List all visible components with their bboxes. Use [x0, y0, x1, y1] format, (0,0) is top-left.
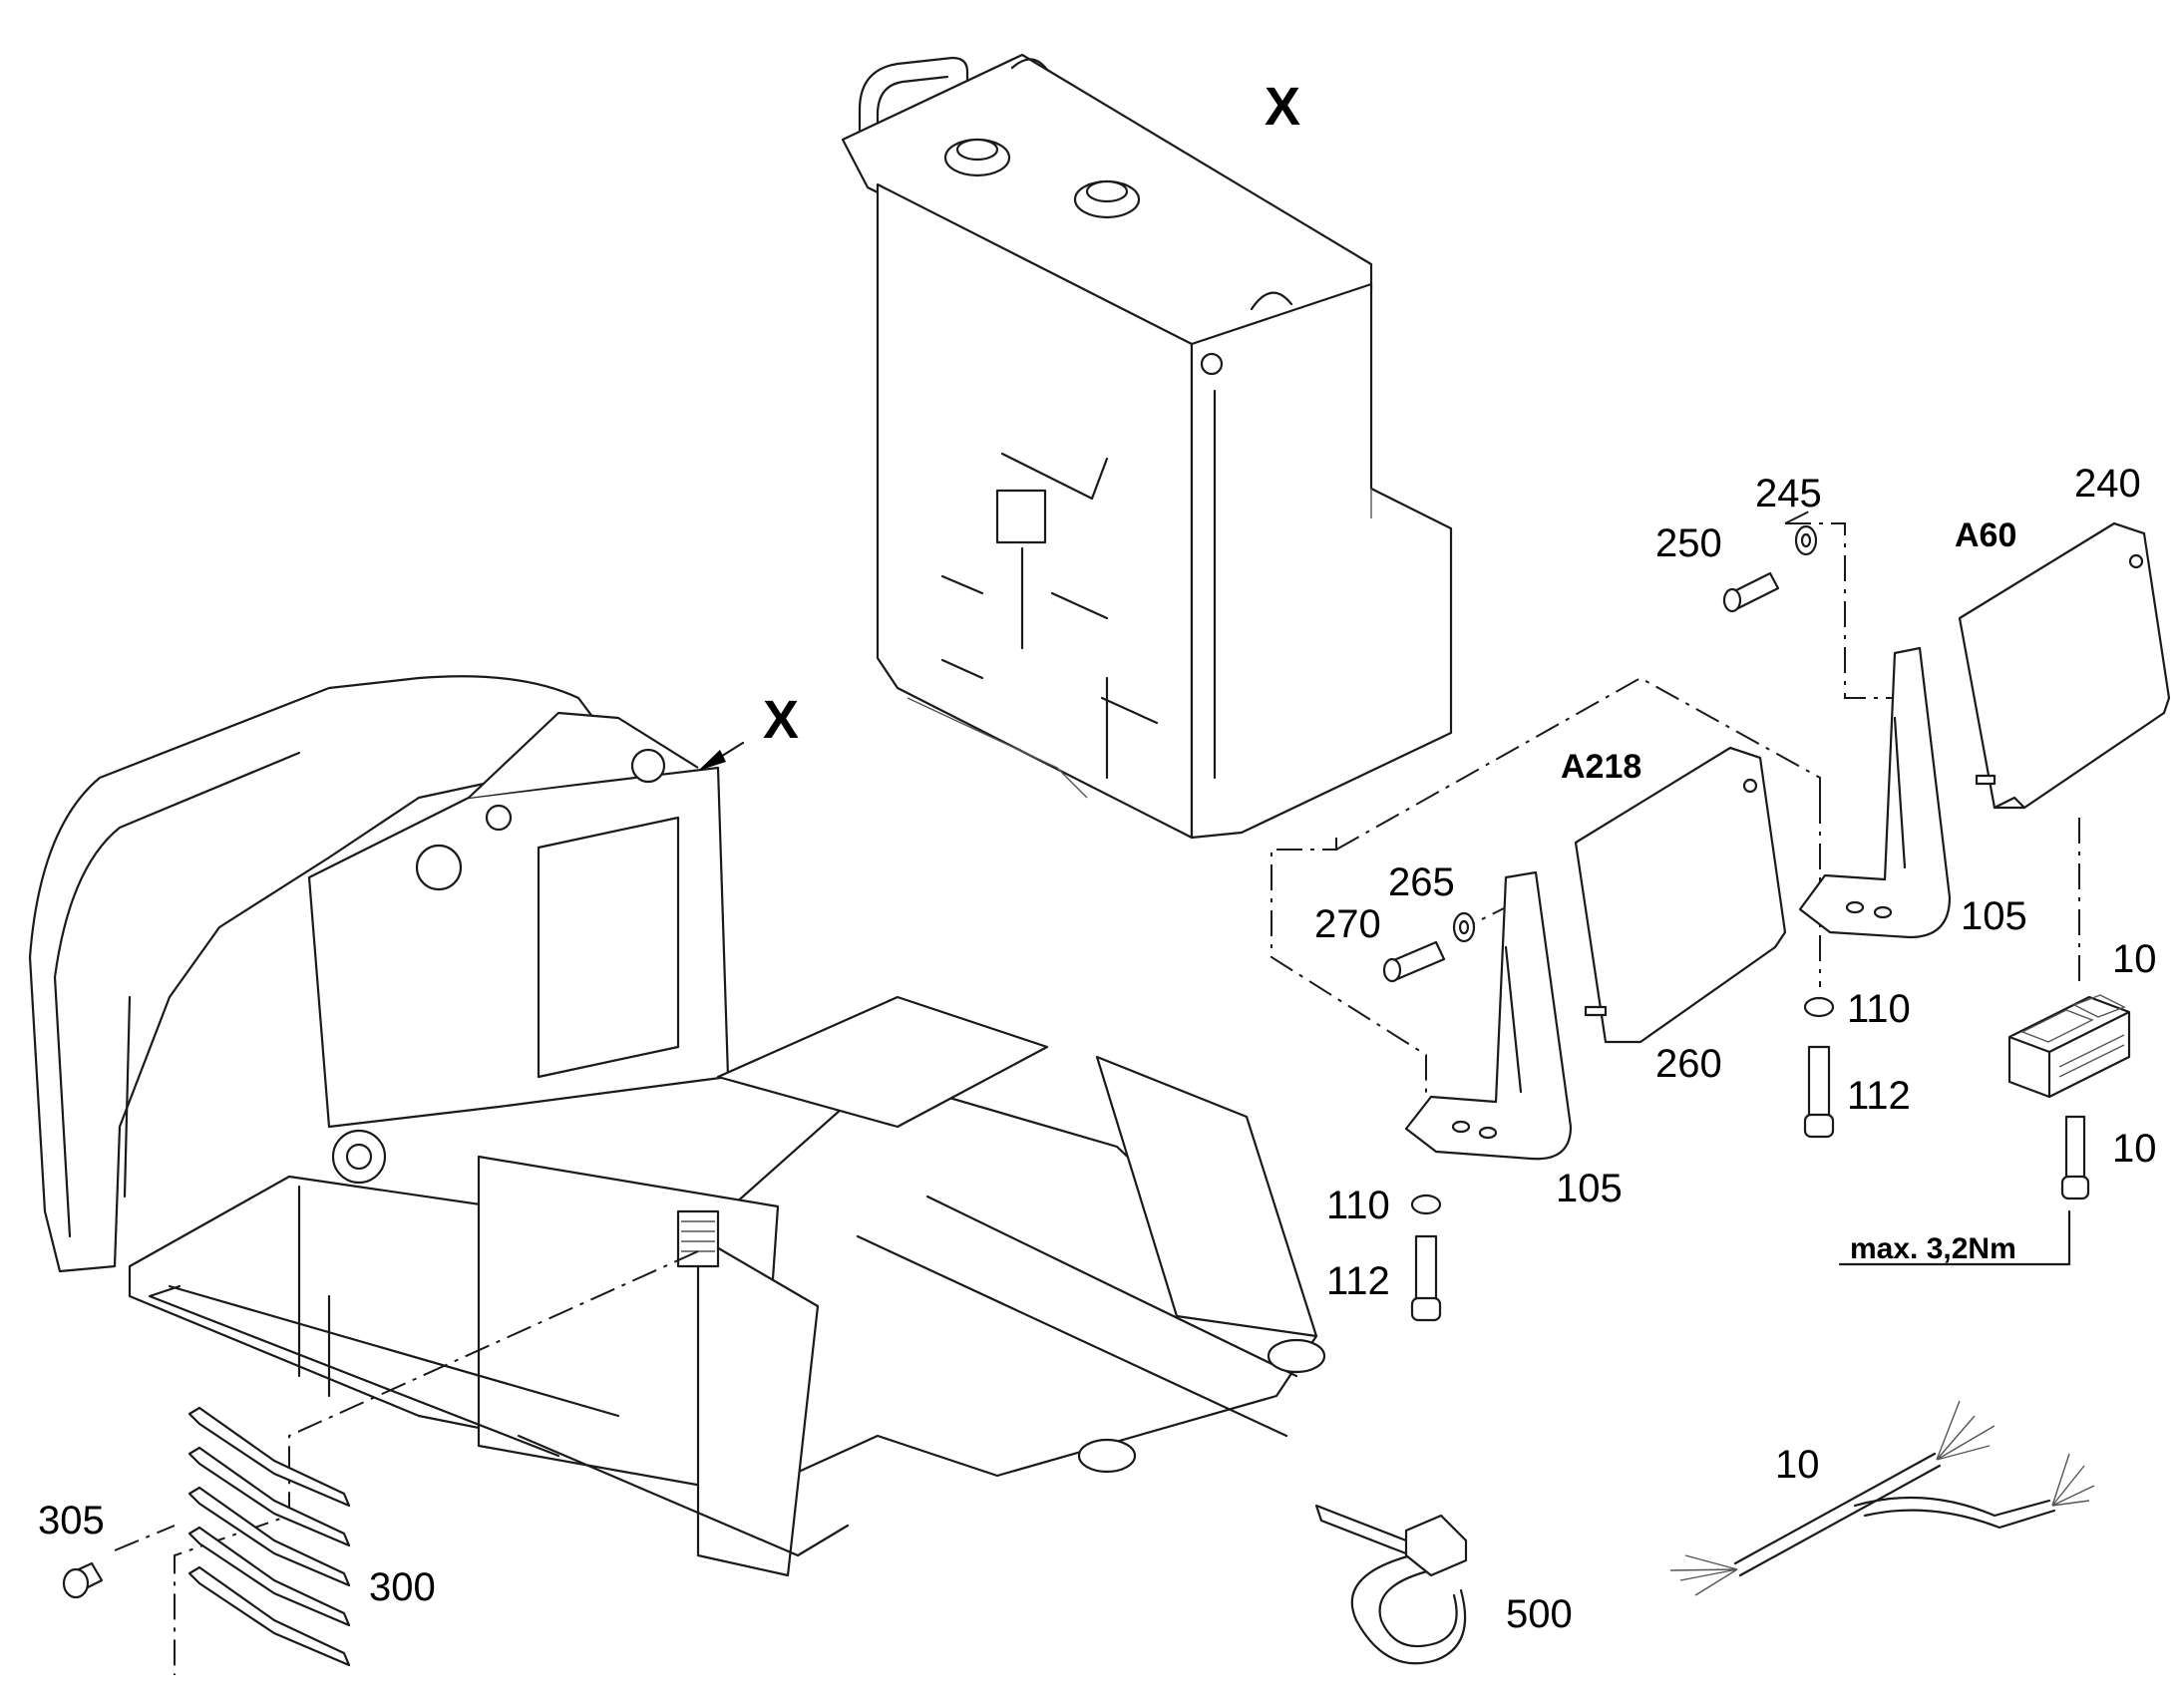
callout-x-side: X [763, 690, 799, 750]
control-unit-a218 [1574, 746, 1787, 1044]
machine-frame-assembly [28, 675, 1326, 1577]
callout-105-left: 105 [1556, 1167, 1623, 1210]
callout-270: 270 [1314, 902, 1381, 946]
cable-harness-10 [1669, 1400, 2095, 1596]
callout-110-left: 110 [1326, 1184, 1390, 1227]
screw-112-right [1803, 1045, 1835, 1139]
washer-245-hole [1800, 532, 1812, 548]
screw-305 [62, 1561, 104, 1599]
callout-112-right: 112 [1847, 1074, 1911, 1118]
tank-housing-detail [841, 53, 1453, 840]
callout-300: 300 [369, 1565, 436, 1609]
callout-260: 260 [1655, 1042, 1722, 1086]
cable-channels-300 [187, 1406, 351, 1667]
view-x-arrowhead [698, 750, 726, 771]
torque-leader [1838, 1209, 2071, 1266]
torque-label: max. 3,2Nm [1850, 1232, 2016, 1265]
callout-245: 245 [1755, 472, 1822, 515]
callout-10-harness: 10 [1775, 1443, 1820, 1487]
callout-265: 265 [1388, 860, 1455, 904]
callout-110-right: 110 [1847, 987, 1911, 1031]
label-a218: A218 [1561, 748, 1641, 786]
bracket-105-left [1404, 870, 1573, 1161]
control-unit-a60 [1958, 521, 2171, 810]
callout-305: 305 [38, 1499, 105, 1542]
callout-10-connector: 10 [2112, 937, 2157, 981]
callout-10-screw: 10 [2112, 1127, 2157, 1171]
callout-x-top: X [1265, 77, 1300, 137]
washer-110-right [1803, 996, 1835, 1018]
screw-112-left [1410, 1234, 1442, 1322]
callout-500: 500 [1506, 1592, 1573, 1636]
callout-105-right: 105 [1961, 894, 2027, 938]
callout-250: 250 [1655, 521, 1722, 565]
washer-265-hole [1458, 919, 1470, 935]
label-a60: A60 [1955, 516, 2016, 554]
screw-270 [1382, 940, 1446, 983]
washer-110-left [1410, 1194, 1442, 1215]
bracket-105-right [1798, 646, 1952, 939]
callout-240: 240 [2074, 462, 2141, 506]
cable-tie-500 [1314, 1504, 1468, 1665]
screw-10 [2060, 1115, 2090, 1200]
screw-250 [1722, 571, 1780, 613]
connector-10 [2007, 994, 2131, 1099]
callout-112-left: 112 [1326, 1259, 1390, 1303]
